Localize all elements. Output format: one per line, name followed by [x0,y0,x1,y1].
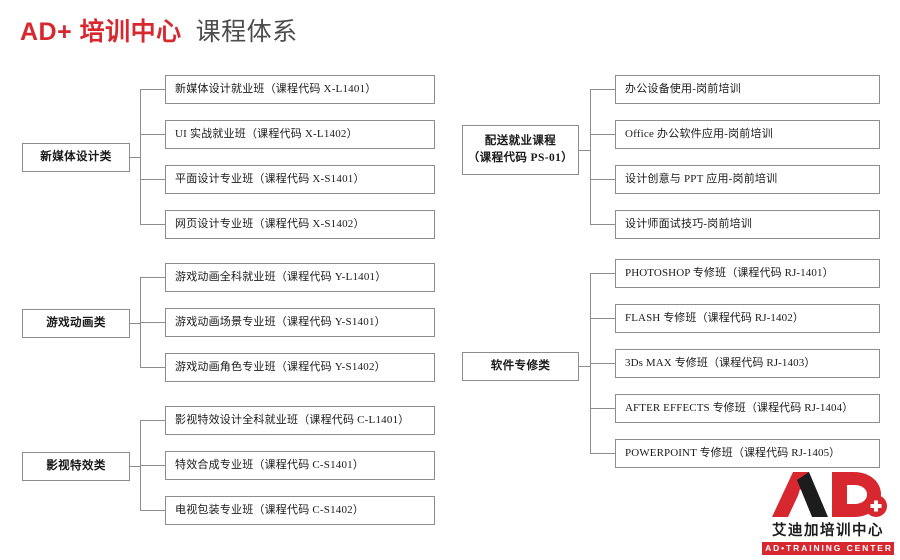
course-label: 新媒体设计就业班（课程代码 X-L1401） [175,83,377,95]
connector-branch [590,179,615,180]
course-label: 办公设备使用-岗前培训 [625,83,741,95]
connector-branch [140,420,165,421]
connector-stem-new-media-design [130,157,141,158]
connector-branch [140,134,165,135]
company-logo: 艾迪加培训中心 AD•TRAINING CENTER [762,472,894,556]
course-box[interactable]: 特效合成专业班（课程代码 C-S1401） [165,451,435,480]
course-label: 特效合成专业班（课程代码 C-S1401） [175,459,365,471]
category-box-placement-employment[interactable]: 配送就业课程 （课程代码 PS-01） [462,125,579,175]
course-label: 游戏动画全科就业班（课程代码 Y-L1401） [175,271,387,283]
category-box-film-vfx[interactable]: 影视特效类 [22,452,130,481]
category-box-new-media-design[interactable]: 新媒体设计类 [22,143,130,172]
course-box[interactable]: 游戏动画全科就业班（课程代码 Y-L1401） [165,263,435,292]
course-box[interactable]: 新媒体设计就业班（课程代码 X-L1401） [165,75,435,104]
course-label: AFTER EFFECTS 专修班（课程代码 RJ-1404） [625,402,854,414]
course-box[interactable]: AFTER EFFECTS 专修班（课程代码 RJ-1404） [615,394,880,423]
course-label: 网页设计专业班（课程代码 X-S1402） [175,218,365,230]
course-box[interactable]: FLASH 专修班（课程代码 RJ-1402） [615,304,880,333]
connector-stem-placement-employment [579,150,591,151]
connector-branch [140,89,165,90]
course-box[interactable]: 平面设计专业班（课程代码 X-S1401） [165,165,435,194]
course-box[interactable]: Office 办公软件应用-岗前培训 [615,120,880,149]
course-box[interactable]: 设计师面试技巧-岗前培训 [615,210,880,239]
connector-stem-film-vfx [130,466,141,467]
course-label: POWERPOINT 专修班（课程代码 RJ-1405） [625,447,841,459]
category-box-game-animation[interactable]: 游戏动画类 [22,309,130,338]
page-title-brand: AD+ 培训中心 [20,18,182,46]
course-label: 游戏动画场景专业班（课程代码 Y-S1401） [175,316,386,328]
connector-branch [590,134,615,135]
category-label: 游戏动画类 [46,317,106,329]
course-box[interactable]: 影视特效设计全科就业班（课程代码 C-L1401） [165,406,435,435]
logo-wordmark-icon [762,472,894,518]
connector-branch [140,277,165,278]
logo-chinese-name: 艾迪加培训中心 [772,523,884,539]
connector-branch [140,465,165,466]
connector-branch [590,408,615,409]
connector-stem-game-animation [130,323,141,324]
course-box[interactable]: 设计创意与 PPT 应用-岗前培训 [615,165,880,194]
connector-branch [140,510,165,511]
page-title: AD+ 培训中心课程体系 [20,16,298,48]
course-label: UI 实战就业班（课程代码 X-L1402） [175,128,358,140]
course-box[interactable]: 办公设备使用-岗前培训 [615,75,880,104]
connector-branch [590,318,615,319]
connector-stem-software-specialty [579,366,591,367]
connector-spine-new-media-design [140,89,141,225]
category-label-line2: （课程代码 PS-01） [467,152,574,164]
course-box[interactable]: 电视包装专业班（课程代码 C-S1402） [165,496,435,525]
logo-english-name: AD•TRAINING CENTER [762,542,894,555]
connector-branch [140,224,165,225]
course-label: 设计师面试技巧-岗前培训 [625,218,753,230]
course-box[interactable]: PHOTOSHOP 专修班（课程代码 RJ-1401） [615,259,880,288]
connector-branch [140,179,165,180]
page-title-subject: 课程体系 [195,18,298,46]
connector-branch [590,89,615,90]
connector-branch [590,273,615,274]
connector-branch [590,453,615,454]
category-label: 软件专修类 [490,360,551,372]
course-box[interactable]: 游戏动画角色专业班（课程代码 Y-S1402） [165,353,435,382]
category-box-software-specialty[interactable]: 软件专修类 [462,352,579,381]
course-box[interactable]: 游戏动画场景专业班（课程代码 Y-S1401） [165,308,435,337]
connector-spine-placement-employment [590,89,591,225]
category-label: 影视特效类 [46,460,106,472]
category-label-line1: 配送就业课程 [484,135,557,147]
course-label: Office 办公软件应用-岗前培训 [625,128,773,140]
course-label: 游戏动画角色专业班（课程代码 Y-S1402） [175,361,386,373]
connector-branch [140,322,165,323]
course-box[interactable]: 网页设计专业班（课程代码 X-S1402） [165,210,435,239]
course-label: 平面设计专业班（课程代码 X-S1401） [175,173,365,185]
course-box[interactable]: UI 实战就业班（课程代码 X-L1402） [165,120,435,149]
course-label: 设计创意与 PPT 应用-岗前培训 [625,173,778,185]
course-label: 影视特效设计全科就业班（课程代码 C-L1401） [175,414,410,426]
course-label: 电视包装专业班（课程代码 C-S1402） [175,504,365,516]
category-label: 新媒体设计类 [40,151,112,163]
connector-branch [590,363,615,364]
course-box[interactable]: 3Ds MAX 专修班（课程代码 RJ-1403） [615,349,880,378]
course-label: PHOTOSHOP 专修班（课程代码 RJ-1401） [625,267,834,279]
course-label: 3Ds MAX 专修班（课程代码 RJ-1403） [625,357,816,369]
connector-branch [140,367,165,368]
course-box[interactable]: POWERPOINT 专修班（课程代码 RJ-1405） [615,439,880,468]
connector-branch [590,224,615,225]
course-label: FLASH 专修班（课程代码 RJ-1402） [625,312,804,324]
